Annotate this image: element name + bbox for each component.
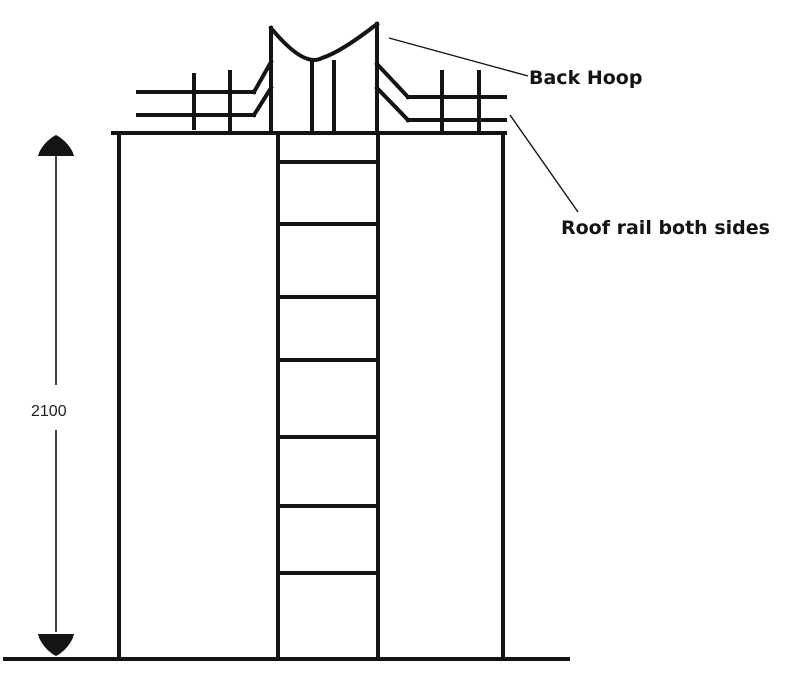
building-outline bbox=[111, 131, 507, 661]
leader-roof-rail bbox=[509, 114, 579, 213]
ladder bbox=[276, 131, 380, 661]
rail-right-bend-lower bbox=[374, 85, 411, 123]
roof-rail-left bbox=[136, 59, 274, 135]
roof-rail-right bbox=[374, 61, 507, 135]
height-dimension: 2100 bbox=[31, 135, 74, 656]
dimension-label: 2100 bbox=[31, 403, 67, 420]
ladder-rungs bbox=[276, 160, 380, 575]
label-roof-rail: Roof rail both sides bbox=[561, 217, 770, 239]
back-hoop bbox=[268, 21, 380, 135]
rail-left-bend-upper bbox=[251, 59, 274, 95]
hoop-top-curve bbox=[268, 21, 380, 62]
label-back-hoop: Back Hoop bbox=[529, 67, 642, 89]
rail-right-bend-upper bbox=[374, 61, 411, 100]
dimension-arrow-bottom bbox=[38, 634, 74, 656]
dimension-arrow-top bbox=[38, 135, 74, 156]
leader-back-hoop bbox=[388, 37, 529, 77]
rail-left-bend-lower bbox=[251, 85, 274, 118]
